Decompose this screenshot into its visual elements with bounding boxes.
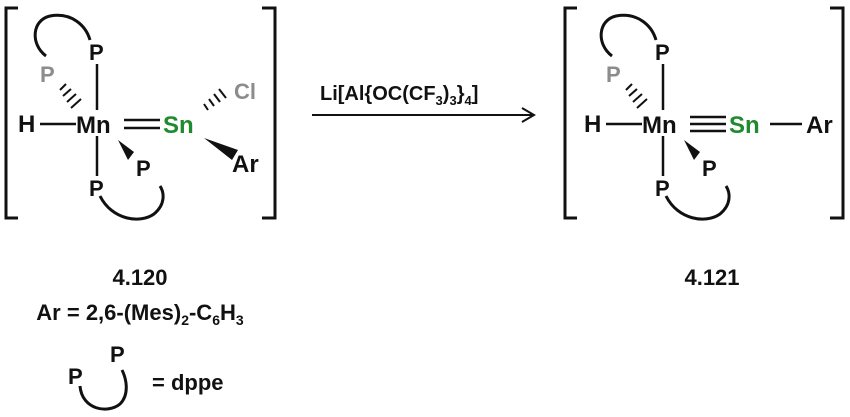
dppe-p-right: P — [110, 342, 125, 367]
reagent-label: Li[Al{OC(CF3)3}4] — [320, 83, 478, 108]
atom-sn: Sn — [163, 112, 194, 139]
dppe-definition: P P = dppe — [68, 342, 224, 411]
atom-ar-right: Ar — [806, 112, 833, 139]
atom-p-top: P — [89, 40, 104, 65]
hashed-bond-mn-p-grey-right — [625, 83, 648, 109]
dppe-loop-bottom — [98, 185, 165, 221]
atom-ar: Ar — [232, 151, 259, 178]
hashed-bond-sn-cl — [203, 88, 227, 111]
dppe-p-left: P — [68, 364, 83, 389]
atom-mn-right: Mn — [642, 112, 677, 139]
atom-mn: Mn — [76, 112, 111, 139]
wedge-bond-sn-ar — [204, 138, 238, 160]
atom-cl: Cl — [234, 79, 256, 104]
ar-definition: Ar = 2,6-(Mes)2-C6H3 — [36, 300, 244, 328]
left-bracket-open — [4, 6, 18, 220]
atom-p-wedge-right: P — [702, 156, 717, 181]
atom-h-right: H — [584, 111, 601, 138]
atom-p-top-right: P — [655, 40, 670, 65]
hashed-bond-mn-p-grey — [59, 83, 82, 109]
right-bracket-open — [563, 6, 577, 220]
dppe-loop-symbol — [78, 369, 128, 411]
atom-sn-right: Sn — [729, 112, 760, 139]
atom-p-wedge: P — [136, 156, 151, 181]
atom-p-bottom-right: P — [655, 176, 670, 201]
atom-p-grey-right: P — [606, 62, 621, 87]
wedge-bond-mn-p-right — [684, 140, 700, 160]
compound-label-right: 4.121 — [684, 265, 739, 290]
compound-label-left: 4.120 — [112, 265, 167, 290]
right-complex: P P H Mn Sn Ar P P — [563, 6, 845, 221]
right-bracket-close — [830, 6, 845, 220]
atom-p-bottom: P — [89, 176, 104, 201]
atom-h: H — [18, 111, 35, 138]
wedge-bond-mn-p — [118, 140, 134, 160]
left-complex: P P H Mn Sn Cl Ar P P — [4, 6, 277, 221]
reaction-arrow-group: Li[Al{OC(CF3)3}4] — [312, 83, 536, 123]
dppe-loop-top-right — [599, 13, 658, 58]
dppe-loop-top — [33, 13, 92, 58]
dppe-loop-bottom-right — [664, 185, 731, 221]
dppe-equals-label: = dppe — [152, 370, 224, 395]
reaction-arrow-head — [521, 107, 536, 123]
left-bracket-close — [262, 6, 277, 220]
atom-p-grey: P — [40, 62, 55, 87]
